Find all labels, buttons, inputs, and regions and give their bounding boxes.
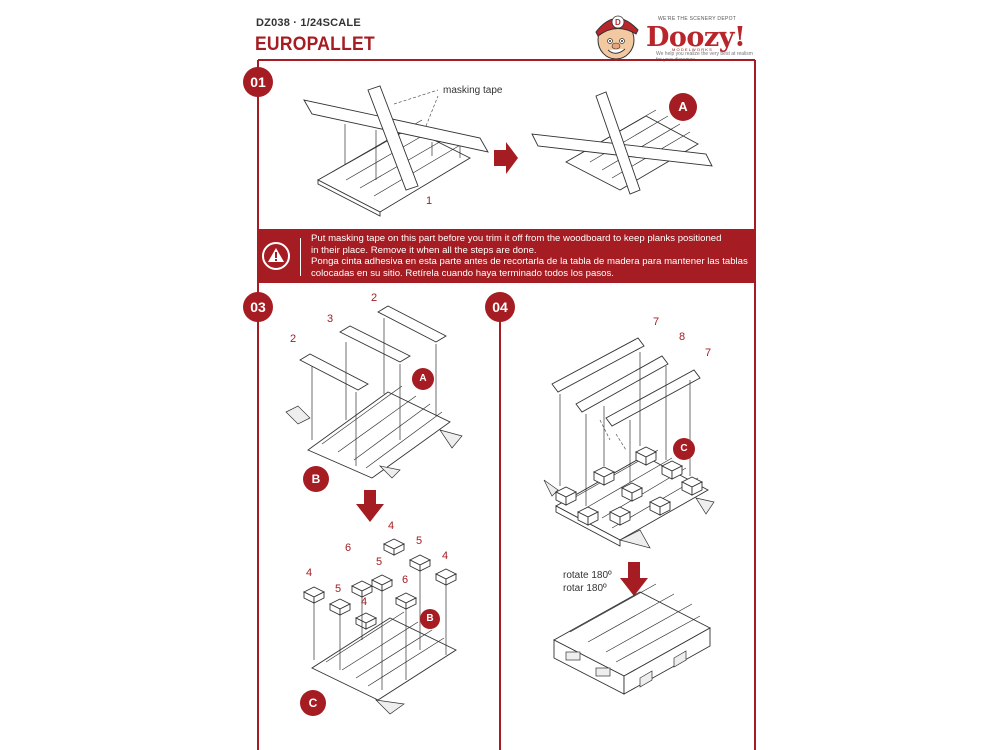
part-number: 5 — [335, 583, 342, 595]
part-number: 4 — [361, 596, 368, 608]
logo-brand: Doozy! — [646, 22, 746, 53]
badge-c: C — [673, 438, 695, 460]
rotate-instruction-es: rotar 180º — [563, 583, 607, 594]
product-code: DZ038 · 1/24SCALE — [256, 17, 361, 29]
step03-arrow — [356, 490, 384, 522]
rotate-instruction-en: rotate 180º — [563, 570, 612, 581]
step01-arrow — [494, 142, 518, 174]
svg-text:D: D — [615, 18, 621, 27]
warning-banner — [258, 229, 755, 283]
part-number: 4 — [442, 550, 449, 562]
part-number: 2 — [290, 333, 297, 345]
mascot-icon: D — [595, 15, 639, 60]
warning-icon — [262, 242, 290, 270]
part-number-1: 1 — [426, 195, 433, 207]
step03-pallet-bottom — [285, 305, 463, 479]
part-number: 6 — [345, 542, 352, 554]
part-number: 5 — [376, 556, 383, 568]
badge-b: B — [420, 609, 440, 629]
page-title: EUROPALLET — [255, 34, 375, 55]
warning-line-1: Put masking tape on this part before you… — [311, 233, 722, 244]
step01-pallet-taped — [303, 85, 489, 217]
warning-line-3: Ponga cinta adhesiva en esta parte antes… — [311, 256, 748, 268]
warning-line-2: in their place. Remove it when all the s… — [311, 244, 537, 256]
part-number: 7 — [705, 347, 712, 359]
part-number: 6 — [402, 574, 409, 586]
part-number: 4 — [388, 520, 395, 532]
masking-tape-label: masking tape — [443, 85, 503, 96]
step03-pallet-blocks — [302, 538, 458, 715]
step04-pallet-planks — [543, 337, 715, 549]
badge-c: C — [300, 690, 326, 716]
step04-pallet-final — [553, 583, 711, 695]
warning-divider — [300, 238, 301, 276]
step-badge-03: 03 — [243, 292, 273, 322]
part-number: 8 — [679, 331, 686, 343]
part-number: 5 — [416, 535, 423, 547]
step04-arrow — [620, 562, 648, 596]
part-number: 4 — [306, 567, 313, 579]
result-badge-a: A — [669, 93, 697, 121]
part-number: 7 — [653, 316, 660, 328]
step-badge-04: 04 — [485, 292, 515, 322]
badge-a: A — [412, 368, 434, 390]
warning-line-4: colocadas en su sitio. Retírela cuando h… — [311, 267, 614, 279]
logo-tagline: WE'RE THE SCENERY DEPOT — [658, 16, 737, 22]
step-badge-01: 01 — [243, 67, 273, 97]
step01-pallet-result — [531, 91, 713, 195]
badge-b: B — [303, 466, 329, 492]
logo-modelworks: MODELWORKS — [672, 47, 714, 52]
part-number: 2 — [371, 292, 378, 304]
warning-text: Put masking tape on this part before you… — [311, 233, 751, 279]
part-number: 3 — [327, 313, 334, 325]
